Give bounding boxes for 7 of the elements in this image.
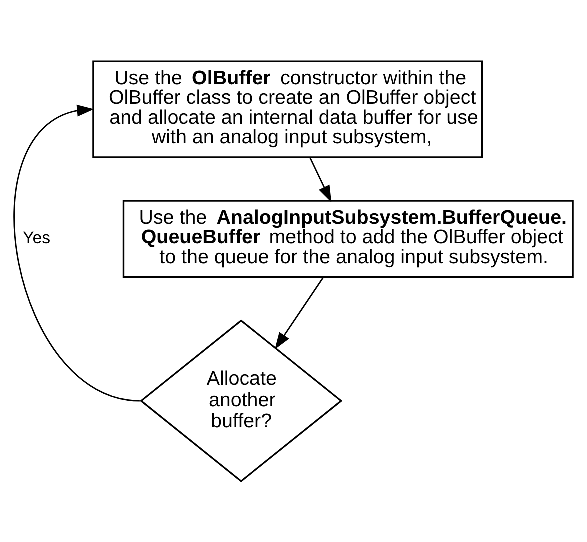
arrow xyxy=(14,104,140,402)
node-box: Use the OlBuffer constructor within the OlBuffer class to create an OlBuffer object and allocate an internal data buffer for use with an analog input subsystem, xyxy=(92,60,484,158)
arrow xyxy=(309,156,332,202)
arrow xyxy=(275,276,324,350)
node-box: Use the AnalogInputSubsystem.BufferQueue. QueueBuffer method to add the OlBuffer object to the queue for the analog input subsystem. xyxy=(122,200,574,278)
node-diamond: Allocate another buffer? xyxy=(140,319,343,482)
edge-label: Yes xyxy=(23,228,51,247)
